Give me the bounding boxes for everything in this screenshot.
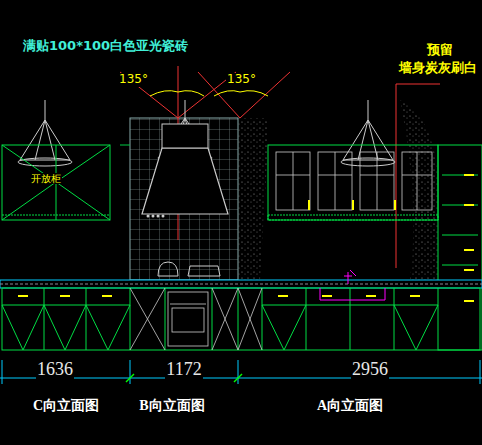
cabinet-label: 开放柜 [30,173,62,184]
note-text: 预留 [426,43,454,57]
angle-label: 135° [118,73,149,86]
view-title: A向立面图 [316,398,384,413]
dimension-value: 1636 [36,360,74,380]
dimension-value: 1172 [165,360,202,380]
angle-label: 135° [226,73,257,86]
note-text: 墙身炭灰刷白 [398,61,478,75]
material-note: 满贴100*100白色亚光瓷砖 [22,39,189,53]
view-title: C向立面图 [32,398,100,413]
dimension-value: 2956 [351,360,389,380]
view-title: B向立面图 [138,398,205,413]
